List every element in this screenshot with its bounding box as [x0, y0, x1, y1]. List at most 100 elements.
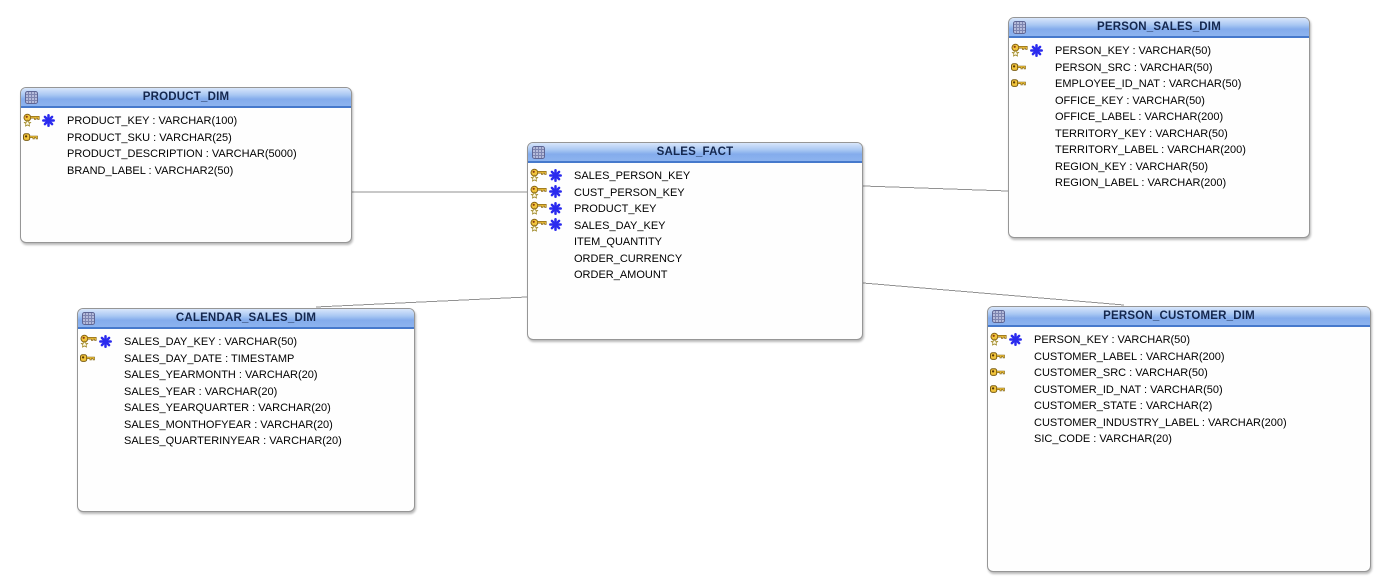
- primary-key-icon: [1011, 43, 1028, 57]
- column-row[interactable]: SALES_MONTHOFYEAR : VARCHAR(20): [78, 416, 414, 433]
- column-row[interactable]: CUSTOMER_ID_NAT : VARCHAR(50): [988, 381, 1370, 398]
- entity-title: PERSON_SALES_DIM: [1097, 21, 1221, 33]
- column-row[interactable]: PRODUCT_SKU : VARCHAR(25): [21, 129, 351, 146]
- column-row[interactable]: PRODUCT_DESCRIPTION : VARCHAR(5000): [21, 145, 351, 162]
- column-row[interactable]: SALES_DAY_KEY : VARCHAR(50): [78, 333, 414, 350]
- relationship-line-sales_fact-person_sales_dim[interactable]: [862, 185, 1009, 192]
- table-grid-icon: [532, 146, 545, 159]
- column-label: ORDER_CURRENCY: [574, 252, 683, 265]
- entity-person-sales-dim[interactable]: PERSON_SALES_DIM PERSON_KEY : VARCHAR(50…: [1008, 17, 1310, 238]
- column-row[interactable]: ORDER_CURRENCY: [528, 250, 862, 267]
- column-label: TERRITORY_LABEL : VARCHAR(200): [1055, 144, 1246, 156]
- entity-title: CALENDAR_SALES_DIM: [175, 312, 317, 324]
- relationship-line-calendar_sales_dim-sales_fact[interactable]: [315, 296, 528, 308]
- entity-product-dim[interactable]: PRODUCT_DIM PRODUCT_KEY : VARCHAR(100) PR…: [20, 87, 352, 243]
- column-key-icons: [530, 168, 562, 182]
- column-label: CUST_PERSON_KEY: [574, 186, 685, 199]
- entity-header[interactable]: PRODUCT_DIM: [21, 88, 351, 108]
- entity-title: PRODUCT_DIM: [142, 91, 230, 103]
- column-row[interactable]: OFFICE_LABEL : VARCHAR(200): [1009, 108, 1309, 125]
- column-row[interactable]: CUST_PERSON_KEY: [528, 184, 862, 201]
- column-row[interactable]: TERRITORY_LABEL : VARCHAR(200): [1009, 141, 1309, 158]
- column-label: CUSTOMER_SRC : VARCHAR(50): [1034, 367, 1208, 379]
- primary-key-icon: [80, 334, 97, 348]
- column-row[interactable]: ORDER_AMOUNT: [528, 266, 862, 283]
- column-key-icons: [23, 113, 55, 127]
- column-row[interactable]: SALES_YEAR : VARCHAR(20): [78, 383, 414, 400]
- column-row[interactable]: SALES_YEARQUARTER : VARCHAR(20): [78, 399, 414, 416]
- column-row[interactable]: CUSTOMER_LABEL : VARCHAR(200): [988, 348, 1370, 365]
- entity-sales-fact[interactable]: SALES_FACT SALES_PERSON_KEY CUST_PERSON_K…: [527, 142, 863, 340]
- column-row[interactable]: REGION_LABEL : VARCHAR(200): [1009, 174, 1309, 191]
- grid-table-icon: [992, 310, 1005, 323]
- column-key-icons: [990, 349, 1005, 362]
- column-key-icons: [530, 218, 562, 232]
- mandatory-asterisk-icon: [549, 168, 562, 182]
- mandatory-asterisk-icon: [1009, 332, 1022, 346]
- foreign-key-icon: [1011, 62, 1026, 71]
- foreign-key-icon: [990, 384, 1005, 393]
- column-row[interactable]: OFFICE_KEY : VARCHAR(50): [1009, 92, 1309, 109]
- entity-header[interactable]: PERSON_CUSTOMER_DIM: [988, 307, 1370, 327]
- column-key-icons: [990, 332, 1022, 346]
- column-row[interactable]: EMPLOYEE_ID_NAT : VARCHAR(50): [1009, 75, 1309, 92]
- column-label: CUSTOMER_LABEL : VARCHAR(200): [1034, 350, 1225, 363]
- relationship-line-sales_fact-person_customer_dim[interactable]: [862, 282, 1125, 306]
- entity-header[interactable]: CALENDAR_SALES_DIM: [78, 309, 414, 329]
- entity-header[interactable]: PERSON_SALES_DIM: [1009, 18, 1309, 38]
- primary-key-icon: [530, 218, 547, 232]
- column-label: PERSON_SRC : VARCHAR(50): [1055, 61, 1213, 74]
- column-row[interactable]: PERSON_KEY : VARCHAR(50): [1009, 42, 1309, 59]
- column-row[interactable]: BRAND_LABEL : VARCHAR2(50): [21, 162, 351, 179]
- column-label: SALES_QUARTERINYEAR : VARCHAR(20): [124, 435, 342, 447]
- column-row[interactable]: CUSTOMER_SRC : VARCHAR(50): [988, 364, 1370, 381]
- column-row[interactable]: SALES_YEARMONTH : VARCHAR(20): [78, 366, 414, 383]
- column-row[interactable]: PERSON_SRC : VARCHAR(50): [1009, 59, 1309, 76]
- column-key-icons: [530, 201, 562, 215]
- mandatory-asterisk-icon: [99, 334, 112, 348]
- column-label: SALES_DAY_KEY : VARCHAR(50): [124, 336, 298, 348]
- column-label: CUSTOMER_STATE : VARCHAR(2): [1034, 400, 1213, 412]
- column-key-icons: [990, 382, 1005, 395]
- column-label: SALES_MONTHOFYEAR : VARCHAR(20): [124, 418, 333, 431]
- column-label: SALES_DAY_DATE : TIMESTAMP: [124, 352, 295, 365]
- column-key-icons: [1011, 77, 1026, 90]
- column-label: PRODUCT_KEY : VARCHAR(100): [67, 115, 238, 127]
- column-label: PRODUCT_SKU : VARCHAR(25): [67, 131, 232, 144]
- column-row[interactable]: PERSON_KEY : VARCHAR(50): [988, 331, 1370, 348]
- column-label: SALES_YEARMONTH : VARCHAR(20): [124, 369, 318, 381]
- entity-calendar-sales-dim[interactable]: CALENDAR_SALES_DIM SALES_DAY_KEY : VARCH…: [77, 308, 415, 512]
- table-grid-icon: [25, 91, 38, 104]
- column-row[interactable]: PRODUCT_KEY: [528, 200, 862, 217]
- column-row[interactable]: SALES_DAY_KEY: [528, 217, 862, 234]
- mandatory-asterisk-icon: [549, 218, 562, 231]
- column-row[interactable]: SALES_PERSON_KEY: [528, 167, 862, 184]
- column-key-icons: [23, 130, 38, 143]
- entity-title: SALES_FACT: [656, 146, 734, 158]
- column-row[interactable]: CUSTOMER_INDUSTRY_LABEL : VARCHAR(200): [988, 414, 1370, 431]
- foreign-key-icon: [1011, 79, 1026, 87]
- column-row[interactable]: CUSTOMER_STATE : VARCHAR(2): [988, 397, 1370, 414]
- column-key-icons: [990, 366, 1005, 379]
- column-label: EMPLOYEE_ID_NAT : VARCHAR(50): [1055, 78, 1242, 90]
- column-row[interactable]: REGION_KEY : VARCHAR(50): [1009, 158, 1309, 175]
- column-key-icons: [530, 185, 562, 199]
- entity-header[interactable]: SALES_FACT: [528, 143, 862, 163]
- column-label: SALES_PERSON_KEY: [574, 170, 691, 182]
- column-row[interactable]: TERRITORY_KEY : VARCHAR(50): [1009, 125, 1309, 142]
- column-label: SIC_CODE : VARCHAR(20): [1034, 433, 1172, 445]
- table-grid-icon: [1013, 21, 1026, 34]
- column-row[interactable]: ITEM_QUANTITY: [528, 233, 862, 250]
- column-key-icons: [1011, 43, 1043, 57]
- primary-key-icon: [530, 185, 547, 199]
- entity-person-customer-dim[interactable]: PERSON_CUSTOMER_DIM PERSON_KEY : VARCHAR…: [987, 306, 1371, 572]
- column-row[interactable]: SALES_QUARTERINYEAR : VARCHAR(20): [78, 432, 414, 449]
- column-row[interactable]: SALES_DAY_DATE : TIMESTAMP: [78, 350, 414, 367]
- column-row[interactable]: PRODUCT_KEY : VARCHAR(100): [21, 112, 351, 129]
- column-key-icons: [80, 334, 112, 348]
- column-row[interactable]: SIC_CODE : VARCHAR(20): [988, 430, 1370, 447]
- column-label: OFFICE_KEY : VARCHAR(50): [1055, 94, 1205, 107]
